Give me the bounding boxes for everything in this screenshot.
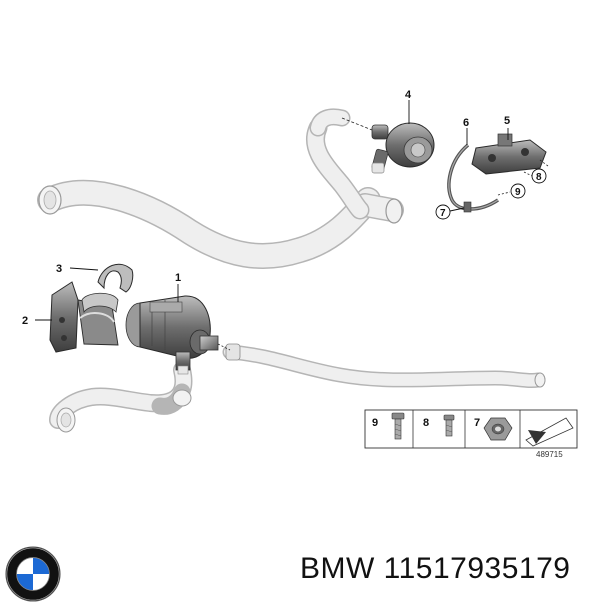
callout-2: 2 xyxy=(22,315,28,327)
clamp-strap xyxy=(447,143,499,213)
leader-dashed xyxy=(341,117,373,131)
callout-5: 5 xyxy=(504,115,510,127)
hardware-legend: 9 8 7 xyxy=(364,409,578,449)
callout-8: 8 xyxy=(536,172,542,183)
lower-coolant-hose xyxy=(222,343,546,389)
upper-coolant-hose xyxy=(37,179,404,269)
bmw-logo-icon xyxy=(5,546,61,602)
legend-label-8: 8 xyxy=(423,417,429,429)
callout-4: 4 xyxy=(405,89,412,101)
circled-callout-9: 9 xyxy=(510,183,526,199)
pump-bracket xyxy=(471,133,547,175)
electric-water-pump xyxy=(125,295,219,375)
circled-callout-7: 7 xyxy=(435,204,451,220)
legend-label-7: 7 xyxy=(474,417,480,429)
part-number-caption: BMW 11517935179 xyxy=(300,552,571,585)
rubber-mount-ring xyxy=(81,263,134,313)
leader-dashed xyxy=(539,159,549,167)
bolt-short-icon xyxy=(443,414,455,437)
legend-label-9: 9 xyxy=(372,417,378,429)
diagram-reference-number: 489715 xyxy=(536,450,563,459)
pump-holder xyxy=(49,281,119,353)
callout-9: 9 xyxy=(515,187,521,198)
callout-1: 1 xyxy=(175,272,181,284)
callout-3: 3 xyxy=(56,263,62,275)
circled-callout-8: 8 xyxy=(531,168,547,184)
leader-dashed xyxy=(497,191,511,196)
callout-7: 7 xyxy=(440,208,446,219)
auxiliary-water-pump xyxy=(371,122,435,174)
upper-s-hose xyxy=(306,108,370,220)
lower-left-hose xyxy=(49,361,193,433)
hex-nut-icon xyxy=(483,417,513,441)
bolt-long-icon xyxy=(391,412,405,440)
direction-arrow-icon xyxy=(525,417,574,447)
leader-dashed xyxy=(523,171,533,177)
callout-6: 6 xyxy=(463,117,469,129)
leader-lines xyxy=(35,100,509,321)
